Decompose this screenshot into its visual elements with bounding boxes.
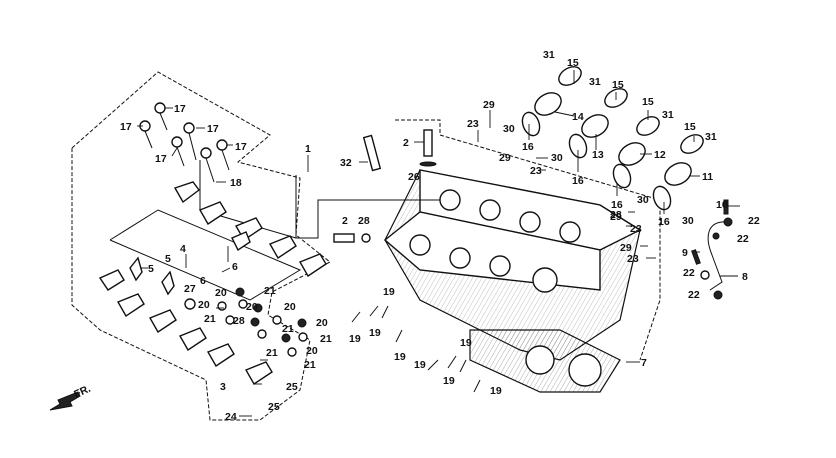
callout-17c: 17: [207, 123, 219, 135]
callout-22b: 22: [737, 233, 749, 245]
callout-7: 7: [641, 357, 647, 369]
intake-boots: [521, 66, 704, 211]
callout-22a: 22: [748, 215, 760, 227]
callout-30c: 30: [637, 194, 649, 206]
callout-17b: 17: [120, 121, 132, 133]
head-gasket: [469, 329, 621, 393]
callout-5a: 5: [148, 263, 154, 275]
callout-15c: 15: [642, 96, 654, 108]
callout-16b: 16: [572, 175, 584, 187]
callout-29b: 29: [499, 152, 511, 164]
callout-21a: 21: [264, 285, 276, 297]
callout-21f: 21: [304, 359, 316, 371]
callout-2-sensor: 2: [342, 215, 348, 227]
callout-23b: 23: [530, 165, 542, 177]
callout-19g: 19: [460, 337, 472, 349]
callout-20c: 20: [246, 301, 258, 313]
callout-5b: 5: [165, 253, 171, 265]
leader-lines: [137, 70, 740, 417]
rocker-subgroup-outline: [109, 209, 302, 301]
front-arrow-icon: [49, 391, 81, 411]
callout-23a: 23: [467, 118, 479, 130]
callout-21e: 21: [266, 347, 278, 359]
callout-31b: 31: [589, 76, 601, 88]
callout-3: 3: [220, 381, 226, 393]
callout-19f: 19: [443, 375, 455, 387]
rocker-arms: [98, 181, 327, 385]
callout-23d: 23: [627, 253, 639, 265]
callout-16d: 16: [658, 216, 670, 228]
callout-20a: 20: [215, 287, 227, 299]
callout-19c: 19: [383, 286, 395, 298]
callout-14: 14: [572, 111, 584, 123]
callout-30b: 30: [551, 152, 563, 164]
callout-6: 6: [232, 261, 238, 273]
callout-6b: 6: [200, 275, 206, 287]
callout-19b: 19: [369, 327, 381, 339]
callout-25b: 25: [268, 401, 280, 413]
callout-16c: 16: [611, 199, 623, 211]
callout-22d: 22: [688, 289, 700, 301]
callout-9: 9: [682, 247, 688, 259]
callout-24: 24: [225, 411, 237, 423]
callout-32: 32: [340, 157, 352, 169]
callout-15d: 15: [684, 121, 696, 133]
callout-20f: 20: [306, 345, 318, 357]
callout-15b: 15: [612, 79, 624, 91]
callout-31a: 31: [543, 49, 555, 61]
callout-8: 8: [742, 271, 748, 283]
callout-28c: 28: [610, 209, 622, 221]
callout-2-top: 2: [403, 137, 409, 149]
head-group-outline: [395, 119, 661, 361]
callout-23c: 23: [630, 223, 642, 235]
cylinder-head: [383, 169, 642, 361]
callout-15a: 15: [567, 57, 579, 69]
callout-17e: 17: [235, 141, 247, 153]
callout-21b: 21: [204, 313, 216, 325]
callout-29c: 29: [610, 211, 622, 223]
bolt-17-set: [139, 102, 230, 183]
callout-21c: 21: [282, 323, 294, 335]
front-direction-label: FR.: [72, 383, 92, 401]
callout-25a: 25: [286, 381, 298, 393]
spark-plug: [362, 134, 382, 172]
callout-12: 12: [654, 149, 666, 161]
sensor-2: [333, 129, 437, 243]
callout-17a: 17: [174, 103, 186, 115]
callout-20d: 20: [284, 301, 296, 313]
callout-30a: 30: [503, 123, 515, 135]
callout-11: 11: [702, 171, 713, 183]
callout-20e: 20: [316, 317, 328, 329]
callout-17d: 17: [155, 153, 167, 165]
rocker-group-outline: [71, 71, 331, 421]
callout-19h: 19: [490, 385, 502, 397]
callout-20b: 20: [198, 299, 210, 311]
callout-18: 18: [230, 177, 242, 189]
dowel-pins: [351, 305, 481, 393]
callout-16a: 16: [522, 141, 534, 153]
callout-labels: 1 2 2 3 4 5 5 6 6 7 8 9 10 11 12 13 14 1…: [72, 49, 760, 423]
callout-4: 4: [180, 243, 186, 255]
callout-29d: 29: [620, 242, 632, 254]
callout-31c: 31: [662, 109, 674, 121]
callout-19a: 19: [349, 333, 361, 345]
callout-19e: 19: [414, 359, 426, 371]
callout-22c: 22: [683, 267, 695, 279]
callout-27: 27: [184, 283, 196, 295]
callout-13: 13: [592, 149, 604, 161]
callout-19d: 19: [394, 351, 406, 363]
callout-10: 10: [716, 199, 728, 211]
callout-21d: 21: [320, 333, 332, 345]
callout-30d: 30: [682, 215, 694, 227]
nuts-washers: [184, 287, 308, 357]
oil-pipe: [691, 199, 733, 300]
callout-28a: 28: [358, 215, 370, 227]
callout-1: 1: [305, 143, 311, 155]
callout-28b: 28: [233, 315, 245, 327]
callout-31d: 31: [705, 131, 717, 143]
callout-29a: 29: [483, 99, 495, 111]
spark-plug-outline: [295, 175, 440, 239]
callout-26: 26: [408, 171, 420, 183]
